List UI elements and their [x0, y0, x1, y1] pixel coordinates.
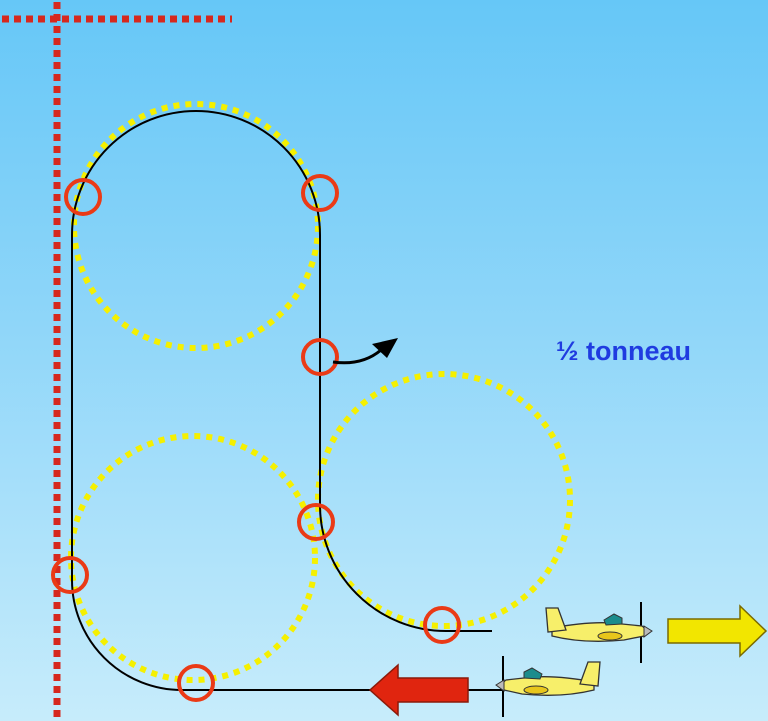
- flight-path-line: [71, 110, 502, 691]
- checkpoint-marker: [301, 338, 339, 376]
- guide-circles: [68, 101, 573, 683]
- maneuver-label: ½ tonneau: [556, 336, 692, 366]
- checkpoint-marker: [51, 556, 89, 594]
- checkpoint-marker: [64, 178, 102, 216]
- checkpoint-marker: [177, 664, 215, 702]
- guide-circle-top: [71, 101, 321, 351]
- arrow-left-icon: [368, 663, 469, 717]
- guide-circle-right: [315, 371, 573, 629]
- checkpoints: [51, 174, 461, 702]
- airplane-icon: [495, 661, 601, 696]
- checkpoint-marker: [423, 606, 461, 644]
- airplane-icon: [545, 607, 653, 642]
- curved-arrow-icon: [332, 338, 398, 365]
- checkpoint-marker: [297, 503, 335, 541]
- guide-circle-bottom-left: [68, 433, 318, 683]
- arrow-right-icon: [667, 604, 768, 658]
- checkpoint-marker: [301, 174, 339, 212]
- reference-lines: [2, 2, 232, 721]
